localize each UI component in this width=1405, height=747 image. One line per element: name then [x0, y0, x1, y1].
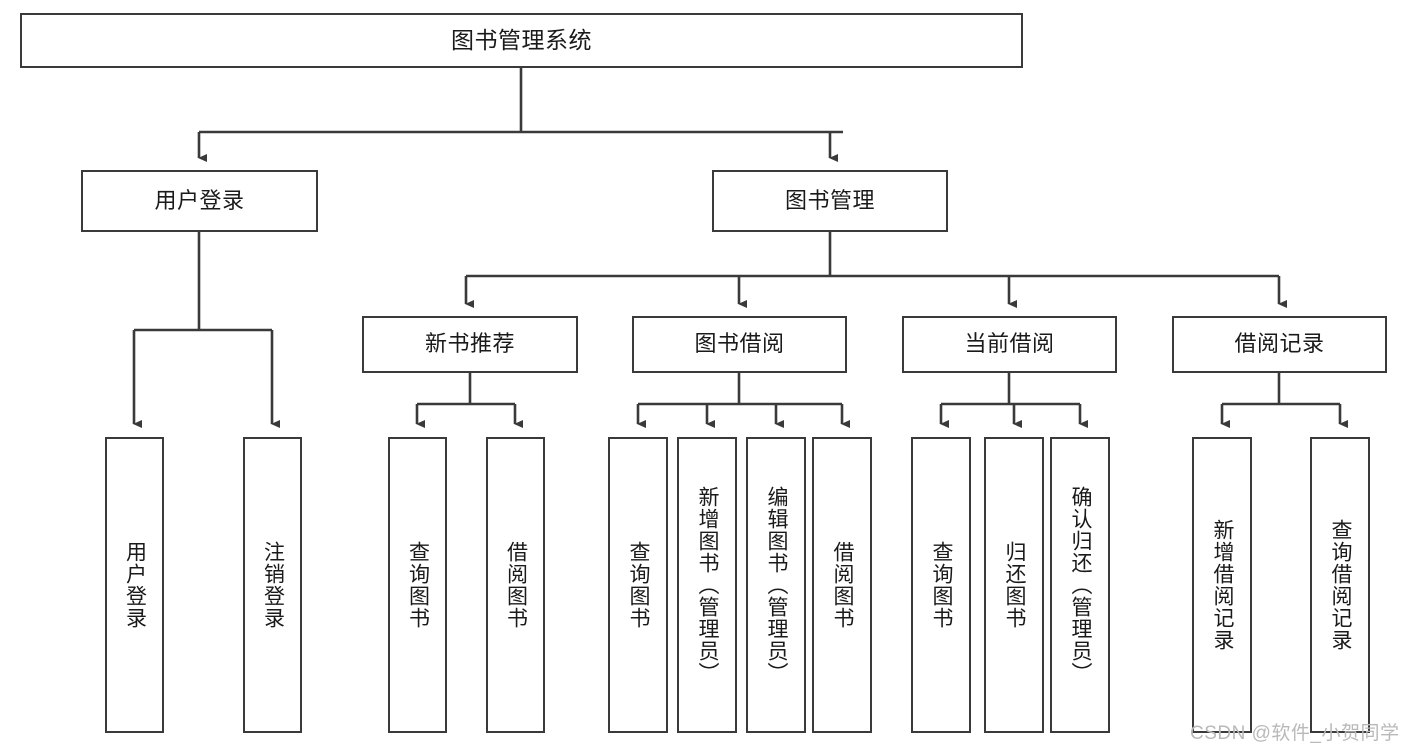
- node-root-system[interactable]: 图书管理系统: [20, 13, 1023, 68]
- leaf-query-book-recommend[interactable]: 查询图书: [388, 437, 447, 733]
- leaf-user-login[interactable]: 用户登录: [105, 437, 164, 733]
- edge-root-to-level2: [197, 68, 843, 162]
- node-label: 新书推荐: [424, 331, 515, 357]
- node-label: 查询图书: [930, 541, 954, 629]
- node-new-book-recommend[interactable]: 新书推荐: [362, 316, 578, 373]
- edge-records-to-leaves: [1220, 373, 1348, 428]
- node-label: 新增图书（管理员）: [696, 486, 720, 684]
- csdn-watermark: CSDN @软件_小贺同学: [1190, 723, 1400, 744]
- node-label: 当前借阅: [964, 331, 1055, 357]
- node-label: 借阅记录: [1234, 331, 1325, 357]
- node-label: 归还图书: [1003, 541, 1027, 629]
- node-label: 编辑图书（管理员）: [765, 486, 789, 684]
- edge-book-mgmt-to-level3: [464, 232, 1287, 308]
- node-borrow-records[interactable]: 借阅记录: [1172, 316, 1387, 373]
- node-label: 确认归还（管理员）: [1069, 486, 1093, 684]
- leaf-edit-book-admin[interactable]: 编辑图书（管理员）: [746, 437, 806, 733]
- leaf-borrow-book[interactable]: 借阅图书: [812, 437, 872, 733]
- leaf-return-book[interactable]: 归还图书: [984, 437, 1044, 733]
- node-label: 图书管理: [784, 187, 875, 213]
- leaf-query-book-current[interactable]: 查询图书: [911, 437, 971, 733]
- node-label: 借阅图书: [831, 541, 855, 629]
- leaf-query-book-borrow[interactable]: 查询图书: [608, 437, 668, 733]
- edge-new-book-to-leaves: [415, 373, 523, 428]
- edge-user-login-to-leaves: [132, 232, 280, 428]
- leaf-confirm-return-admin[interactable]: 确认归还（管理员）: [1050, 437, 1110, 733]
- node-book-borrow[interactable]: 图书借阅: [632, 316, 847, 373]
- leaf-borrow-book-recommend[interactable]: 借阅图书: [486, 437, 545, 733]
- edge-current-borrow-to-leaves: [939, 373, 1088, 428]
- node-label: 查询图书: [627, 541, 651, 629]
- node-label: 借阅图书: [504, 541, 528, 629]
- leaf-query-borrow-record[interactable]: 查询借阅记录: [1310, 437, 1370, 733]
- node-current-borrow[interactable]: 当前借阅: [902, 316, 1117, 373]
- node-label: 图书管理系统: [451, 26, 592, 53]
- node-label: 查询借阅记录: [1329, 519, 1353, 651]
- node-label: 用户登录: [154, 187, 245, 213]
- edge-borrow-to-leaves: [636, 373, 850, 428]
- node-label: 新增借阅记录: [1211, 519, 1235, 651]
- leaf-user-logout[interactable]: 注销登录: [243, 437, 302, 733]
- node-label: 注销登录: [261, 541, 285, 629]
- node-book-management[interactable]: 图书管理: [712, 170, 948, 232]
- node-label: 用户登录: [123, 541, 147, 629]
- node-label: 图书借阅: [694, 331, 785, 357]
- leaf-add-borrow-record[interactable]: 新增借阅记录: [1192, 437, 1252, 733]
- node-user-login[interactable]: 用户登录: [81, 170, 318, 232]
- leaf-add-book-admin[interactable]: 新增图书（管理员）: [677, 437, 737, 733]
- node-label: 查询图书: [406, 541, 430, 629]
